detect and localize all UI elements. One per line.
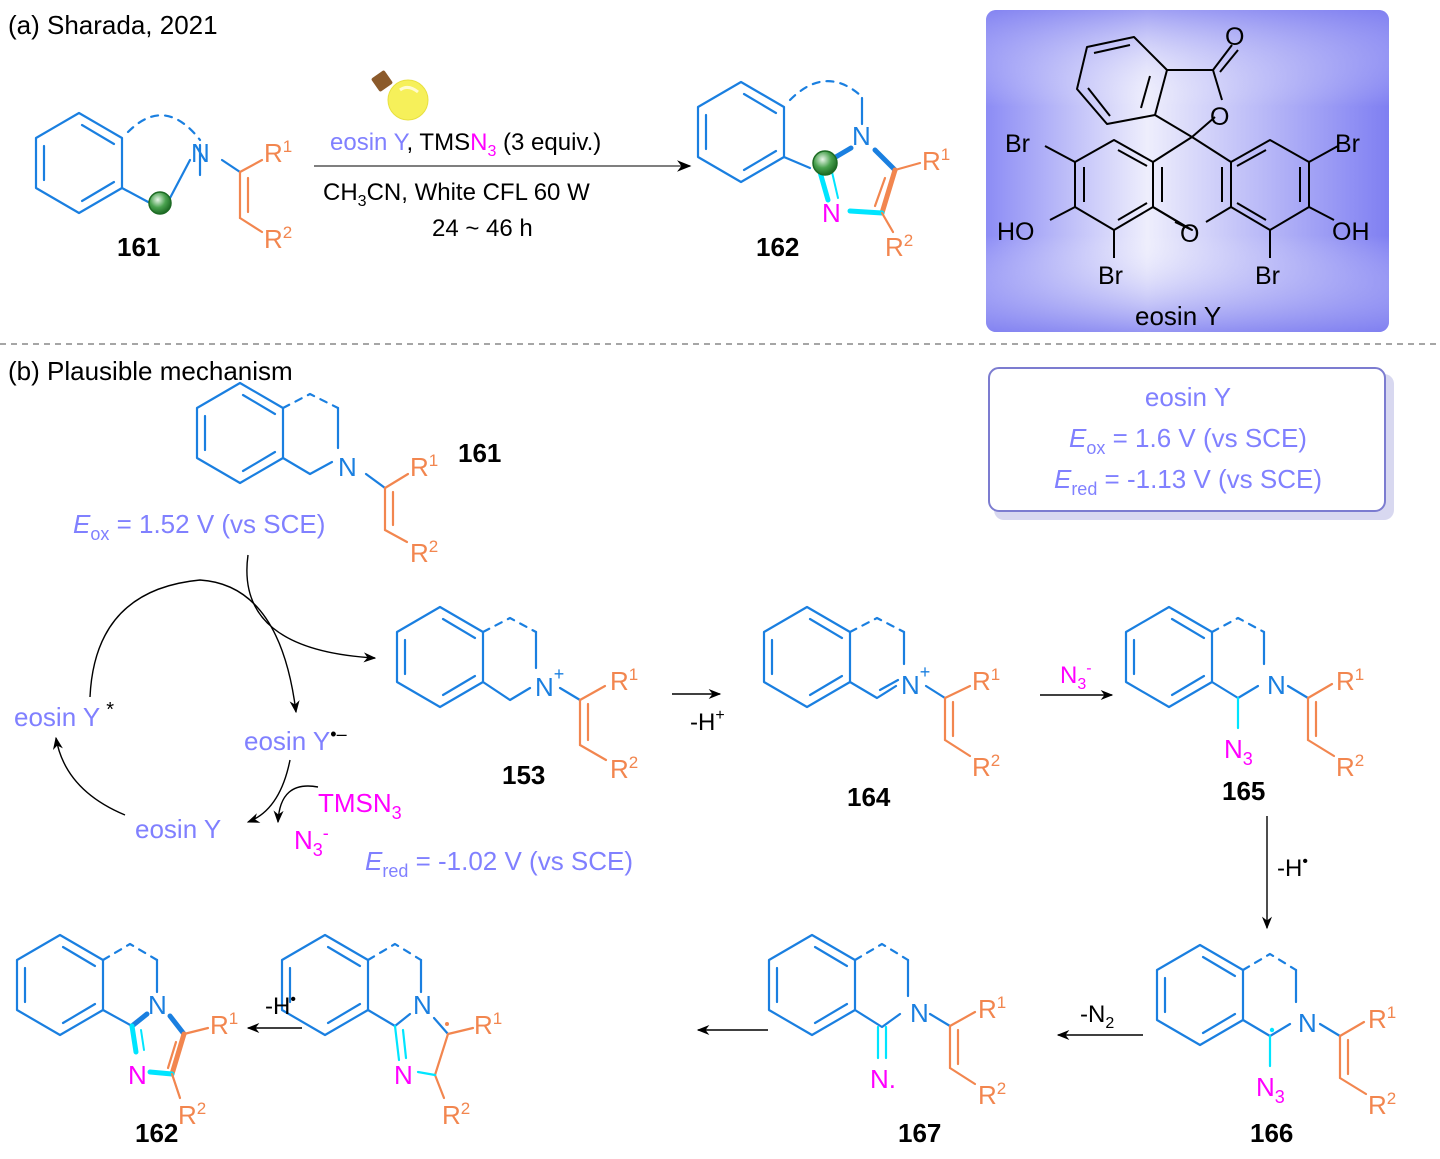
structure-162-a: N N R1 R2 (696, 80, 950, 262)
atom-n: N (910, 998, 929, 1028)
compound-label-153: 153 (502, 760, 545, 790)
compound-label-162-b: 162 (135, 1118, 178, 1148)
atom-n: N (852, 121, 871, 151)
r1-label: R1 (474, 1009, 502, 1040)
nitrogen-radical: N. (870, 1064, 896, 1094)
r1-label: R1 (210, 1009, 238, 1040)
section-b-title: (b) Plausible mechanism (8, 356, 293, 386)
r1-label: R1 (410, 451, 438, 482)
atom-n-plus: N+ (535, 664, 564, 702)
info-box-title: eosin Y (1145, 382, 1231, 412)
atom-o-xanthene: O (1180, 220, 1199, 248)
r2-label: R2 (442, 1099, 470, 1130)
eosin-y-ground: eosin Y (135, 814, 221, 844)
structure-165: N N3 R1 R2 (1124, 605, 1364, 782)
atom-o-carbonyl: O (1225, 23, 1244, 51)
compound-label-167: 167 (898, 1118, 941, 1148)
atom-br-top-right: Br (1335, 130, 1360, 158)
atom-br-bottom-left: Br (1098, 262, 1123, 290)
ring-junction-ball (148, 191, 172, 215)
structure-cyclized-radical: N N R1 R2 (280, 933, 502, 1130)
eosin-y-potential-box: eosin Y Eox = 1.6 V (vs SCE) Ered = -1.1… (988, 367, 1394, 520)
atom-n: N (1267, 670, 1286, 700)
atom-n: N (1298, 1008, 1317, 1038)
step-label-azide-addition: N3- (1060, 660, 1092, 693)
r2-label: R2 (978, 1079, 1006, 1110)
r2-label: R2 (972, 751, 1000, 782)
r1-label: R1 (922, 145, 950, 176)
substrate-eox: Eox = 1.52 V (vs SCE) (73, 509, 325, 544)
structure-164: N+ R1 R2 (762, 605, 1000, 782)
structure-166: N N3 R1 R2 (1155, 943, 1396, 1120)
compound-label-161-b: 161 (458, 438, 501, 468)
compound-label-165: 165 (1222, 776, 1265, 806)
eosin-y-radical-anion: eosin Y•– (244, 724, 347, 756)
r2-label: R2 (1336, 751, 1364, 782)
r2-label: R2 (264, 223, 292, 254)
r1-label: R1 (264, 137, 292, 168)
compound-label-164: 164 (847, 782, 891, 812)
eosin-y-caption: eosin Y (1135, 301, 1221, 331)
step-label-deprotonation: -H+ (690, 707, 725, 736)
atom-oh-right: OH (1332, 218, 1370, 246)
compound-label-166: 166 (1250, 1118, 1293, 1148)
atom-n-imine: N (822, 198, 841, 228)
eosin-y-excited: eosin Y* (14, 699, 114, 732)
conditions-line: CH3CN, White CFL 60 W (323, 179, 590, 210)
atom-n-plus: N+ (901, 662, 930, 700)
step-label-hat-2: -H• (265, 991, 296, 1020)
reagents-line: eosin Y, TMSN3 (3 equiv.) (330, 129, 601, 160)
atom-n: N (338, 452, 357, 482)
structure-161-a: N R1 R2 (34, 111, 292, 254)
r2-label: R2 (178, 1099, 206, 1130)
atom-n-imine: N (128, 1060, 147, 1090)
eosin-y-ered: Ered = -1.02 V (vs SCE) (365, 846, 633, 881)
azide-group: N3 (1224, 734, 1253, 769)
structure-161-b: N R1 R2 (195, 381, 438, 568)
r1-label: R1 (972, 665, 1000, 696)
r2-label: R2 (410, 537, 438, 568)
structure-153: N+ R1 R2 (395, 605, 638, 784)
r1-label: R1 (610, 665, 638, 696)
compound-label-162-a: 162 (756, 232, 799, 262)
compound-label-161-a: 161 (117, 232, 160, 262)
light-bulb-icon (371, 70, 429, 121)
azide-anion-label: N3- (294, 823, 329, 860)
atom-n-imine: N (394, 1060, 413, 1090)
atom-n: N (148, 990, 167, 1020)
atom-n: N (191, 138, 210, 168)
info-box-eox: Eox = 1.6 V (vs SCE) (1069, 423, 1307, 458)
r2-label: R2 (885, 231, 913, 262)
r2-label: R2 (610, 753, 638, 784)
atom-br-top-left: Br (1005, 130, 1030, 158)
atom-o-lactone: O (1210, 103, 1229, 131)
step-label-hat-1: -H• (1277, 853, 1308, 882)
ring-junction-ball (812, 150, 838, 176)
step-label-n2-loss: -N2 (1080, 1001, 1114, 1032)
atom-ho-left: HO (997, 218, 1035, 246)
r1-label: R1 (1336, 665, 1364, 696)
section-a-title: (a) Sharada, 2021 (8, 10, 218, 40)
atom-br-bottom-right: Br (1255, 262, 1280, 290)
r1-label: R1 (1368, 1003, 1396, 1034)
r2-label: R2 (1368, 1089, 1396, 1120)
atom-n: N (413, 990, 432, 1020)
info-box-ered: Ered = -1.13 V (vs SCE) (1054, 464, 1322, 499)
eosin-y-structure-box: O O O Br Br Br Br HO OH eosin Y (986, 10, 1389, 332)
azide-group: N3 (1256, 1072, 1285, 1107)
tmsn3-label: TMSN3 (318, 788, 402, 823)
time-line: 24 ~ 46 h (432, 215, 533, 242)
structure-162-b: N N R1 R2 (15, 933, 238, 1130)
photocatalytic-cycle (52, 554, 377, 824)
structure-167: N N. R1 R2 (767, 933, 1006, 1110)
r1-label: R1 (978, 993, 1006, 1024)
